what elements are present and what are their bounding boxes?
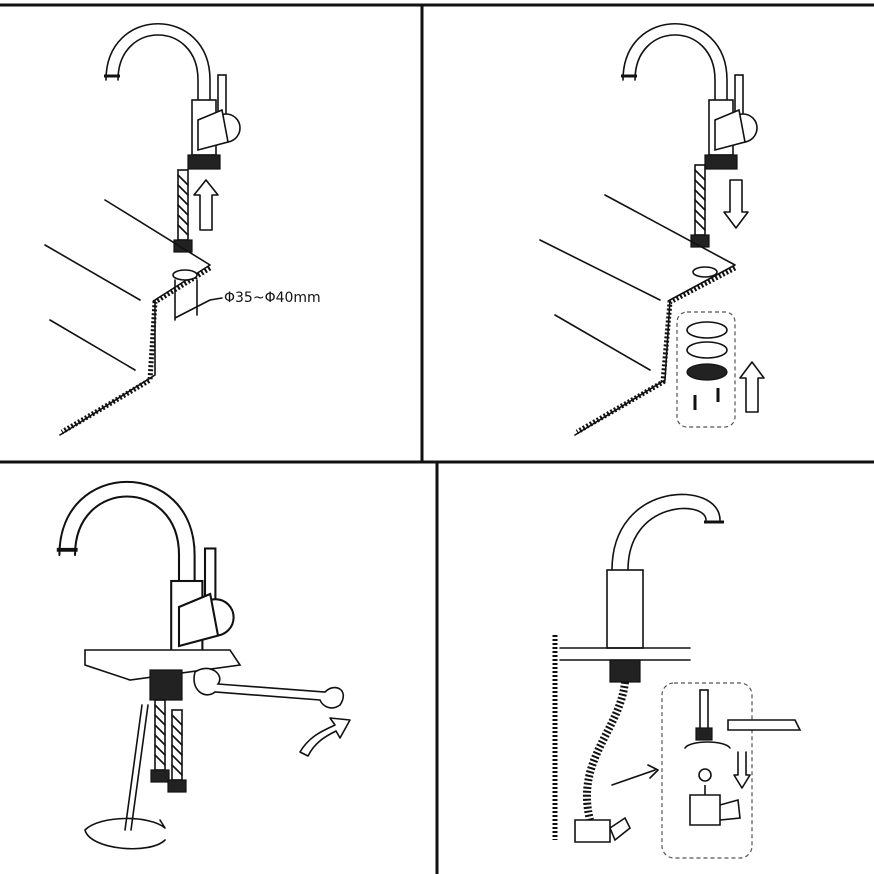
parts-detail-box bbox=[676, 311, 736, 428]
countertop bbox=[84, 649, 242, 681]
wrench-icon bbox=[727, 719, 802, 731]
faucet bbox=[102, 22, 242, 171]
pointer-arrow-icon bbox=[611, 764, 659, 786]
mounting-hole bbox=[172, 269, 198, 281]
rotate-arrow-icon bbox=[84, 817, 166, 850]
down-arrow-icon bbox=[733, 751, 751, 789]
bolt-icon bbox=[693, 388, 720, 410]
supply-hose bbox=[582, 681, 629, 821]
valve-detail bbox=[689, 785, 741, 826]
faucet-body bbox=[606, 569, 644, 649]
down-arrow-icon bbox=[723, 179, 749, 229]
washer bbox=[686, 341, 728, 359]
up-arrow-icon bbox=[739, 361, 765, 413]
angle-valve bbox=[574, 816, 632, 843]
detail-box bbox=[661, 682, 753, 859]
supply-hose bbox=[690, 164, 710, 248]
rotate-arrow-icon bbox=[684, 741, 731, 749]
hole-diameter-label: Φ35~Φ40mm bbox=[224, 290, 321, 306]
panel-frame bbox=[0, 3, 874, 874]
gasket bbox=[686, 321, 728, 339]
wrench-icon bbox=[193, 667, 345, 709]
faucet-spout bbox=[611, 493, 721, 571]
supply-hose bbox=[167, 709, 187, 793]
supply-hose bbox=[150, 699, 170, 783]
mounting-plate bbox=[686, 363, 728, 381]
up-arrow-icon bbox=[193, 179, 219, 231]
countertop bbox=[559, 647, 691, 661]
supply-hose bbox=[173, 169, 193, 253]
screwdriver-icon bbox=[124, 704, 149, 831]
panel-step-4 bbox=[552, 493, 802, 859]
rotate-arrow-icon bbox=[299, 717, 351, 757]
panel-step-2 bbox=[539, 22, 765, 436]
panel-step-3 bbox=[54, 479, 351, 850]
faucet bbox=[619, 22, 759, 171]
faucet bbox=[54, 479, 236, 673]
panel-step-1: Φ35~Φ40mm bbox=[44, 22, 321, 436]
